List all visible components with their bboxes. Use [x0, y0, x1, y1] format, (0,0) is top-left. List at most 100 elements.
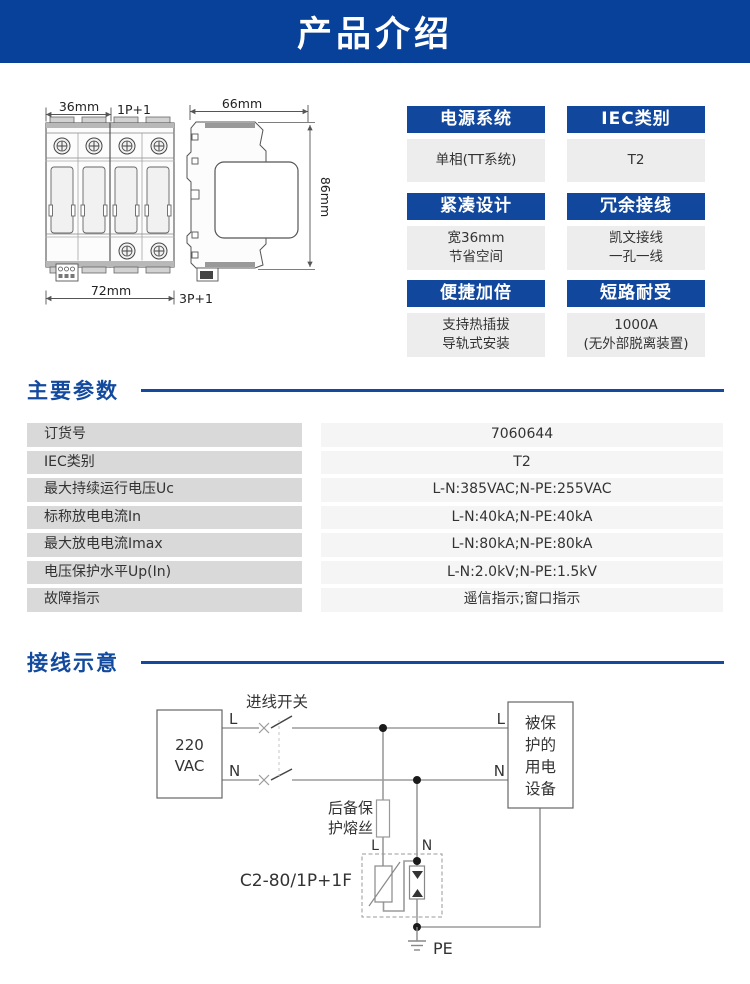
section-title: 主要参数: [27, 379, 119, 403]
page-title: 产品介绍: [296, 15, 453, 55]
n-label-spd: N: [422, 838, 432, 854]
pe-label: PE: [433, 939, 453, 958]
switch-label: 进线开关: [246, 693, 308, 711]
param-label: 标称放电电流In: [27, 505, 302, 529]
table-row: 故障指示 遥信指示;窗口指示: [27, 588, 723, 612]
param-label: 电压保护水平Up(In): [27, 560, 302, 584]
l-label-spd: L: [371, 838, 379, 854]
side-module-body: [214, 161, 299, 239]
ground-symbol: [408, 927, 426, 951]
section-wiring: 接线示意: [27, 648, 724, 676]
n-label-load: N: [494, 762, 505, 780]
din-clip-foot: [196, 267, 219, 282]
param-label: 最大持续运行电压Uc: [27, 478, 302, 502]
section-rule: [141, 388, 724, 392]
feature-card-iec-class: IEC类别 T2: [567, 106, 705, 182]
feature-card-easy-install: 便捷加倍 支持热插拔导轨式安装: [407, 280, 545, 357]
param-value: L-N:40kA;N-PE:40kA: [321, 505, 723, 529]
section-rule: [141, 660, 724, 664]
param-value: 7060644: [321, 423, 723, 447]
variant-large-label: 3P+1: [179, 291, 213, 306]
param-value: 遥信指示;窗口指示: [321, 588, 723, 612]
section-title: 接线示意: [27, 651, 119, 675]
feature-line: 1000A: [614, 317, 658, 333]
param-label: 故障指示: [27, 588, 302, 612]
din-rail-holes: [190, 133, 200, 259]
source-voltage-line2: VAC: [175, 757, 205, 775]
feature-line: 凯文接线: [609, 230, 663, 246]
remote-terminal-block: [55, 263, 79, 282]
section-main-parameters: 主要参数: [27, 376, 724, 404]
variant-small-label: 1P+1: [117, 102, 151, 117]
circuit-wires: [222, 727, 541, 928]
module-windows: [48, 166, 172, 234]
n-label-source: N: [229, 762, 240, 780]
feature-card-power-system: 电源系统 单相(TT系统): [407, 106, 545, 182]
table-row: IEC类别 T2: [27, 450, 723, 474]
feature-line: 导轨式安装: [442, 336, 510, 352]
param-value: L-N:80kA;N-PE:80kA: [321, 533, 723, 557]
table-row: 最大放电电流Imax L-N:80kA;N-PE:80kA: [27, 533, 723, 557]
feature-card-short-circuit: 短路耐受 1000A (无外部脱离装置): [567, 280, 705, 357]
dim-total-width-label: 72mm: [91, 283, 131, 298]
feature-card-compact-design: 紧凑设计 宽36mm 节省空间: [407, 193, 545, 270]
feature-title: IEC类别: [567, 106, 705, 133]
protected-load-box: [507, 701, 574, 809]
param-value: L-N:2.0kV;N-PE:1.5kV: [321, 560, 723, 584]
table-row: 标称放电电流In L-N:40kA;N-PE:40kA: [27, 505, 723, 529]
load-label-line4: 设备: [525, 780, 557, 798]
backup-fuse: [375, 799, 391, 838]
gas-discharge-tube-symbol: [408, 865, 426, 900]
side-view-drawing: 66mm 86mm: [186, 96, 333, 282]
dimension-86mm: [258, 122, 315, 270]
product-dimension-drawing: 36mm 1P+1 72mm 3P+1 66mm: [45, 96, 333, 306]
dim-depth-label: 66mm: [222, 96, 262, 111]
feature-line: 单相(TT系统): [435, 152, 517, 168]
feature-title: 便捷加倍: [407, 280, 545, 307]
spd-model-label: C2-80/1P+1F: [240, 871, 352, 891]
feature-title: 紧凑设计: [407, 193, 545, 220]
feature-line: 一孔一线: [609, 249, 663, 265]
fuse-label-line2: 护熔丝: [328, 819, 373, 837]
parameter-table: 订货号 7060644 IEC类别 T2 最大持续运行电压Uc L-N:385V…: [27, 423, 723, 616]
load-label-line1: 被保: [525, 714, 557, 732]
table-row: 最大持续运行电压Uc L-N:385VAC;N-PE:255VAC: [27, 478, 723, 502]
dim-front-width-label: 36mm: [59, 99, 99, 114]
bottom-strip: [46, 261, 174, 267]
feature-line: (无外部脱离装置): [583, 336, 689, 352]
fuse-label-line1: 后备保: [328, 799, 373, 817]
spd-enclosure: [361, 853, 443, 918]
page-banner: 产品介绍: [0, 0, 750, 63]
l-label-source: L: [229, 710, 238, 728]
feature-line: 宽36mm: [447, 230, 505, 246]
feature-card-redundant-wiring: 冗余接线 凯文接线一孔一线: [567, 193, 705, 270]
param-label: IEC类别: [27, 450, 302, 474]
junction-dots: [379, 724, 421, 931]
dimension-66mm: [189, 105, 309, 122]
power-source-box: [156, 709, 223, 799]
feature-grid: 电源系统 单相(TT系统) IEC类别 T2 紧凑设计 宽36mm 节省空间 冗余…: [407, 106, 705, 357]
feature-line: 节省空间: [449, 249, 503, 265]
feature-line: T2: [627, 152, 645, 168]
feature-title: 短路耐受: [567, 280, 705, 307]
load-label-line3: 用电: [525, 758, 556, 776]
table-row: 订货号 7060644: [27, 423, 723, 447]
incoming-switch: [258, 715, 293, 786]
dimension-72mm: [45, 290, 175, 305]
dimension-36mm: [45, 107, 112, 122]
terminal-screws-bottom: [118, 242, 168, 260]
front-view-drawing: 36mm 1P+1 72mm 3P+1: [45, 99, 213, 306]
param-value: T2: [321, 450, 723, 474]
wiring-diagram: 220 VAC 被保 护的 用电 设备 进线开关 L N L N 后备保 护熔丝…: [156, 693, 574, 958]
terminal-screws-top: [53, 137, 168, 155]
feature-title: 冗余接线: [567, 193, 705, 220]
feature-line: 支持热插拔: [442, 317, 510, 333]
source-voltage-line1: 220: [175, 736, 204, 754]
l-label-load: L: [497, 710, 506, 728]
load-label-line2: 护的: [525, 736, 556, 754]
varistor-symbol: [368, 861, 401, 907]
param-value: L-N:385VAC;N-PE:255VAC: [321, 478, 723, 502]
dim-height-label: 86mm: [318, 177, 333, 217]
param-label: 订货号: [27, 423, 302, 447]
table-row: 电压保护水平Up(In) L-N:2.0kV;N-PE:1.5kV: [27, 560, 723, 584]
